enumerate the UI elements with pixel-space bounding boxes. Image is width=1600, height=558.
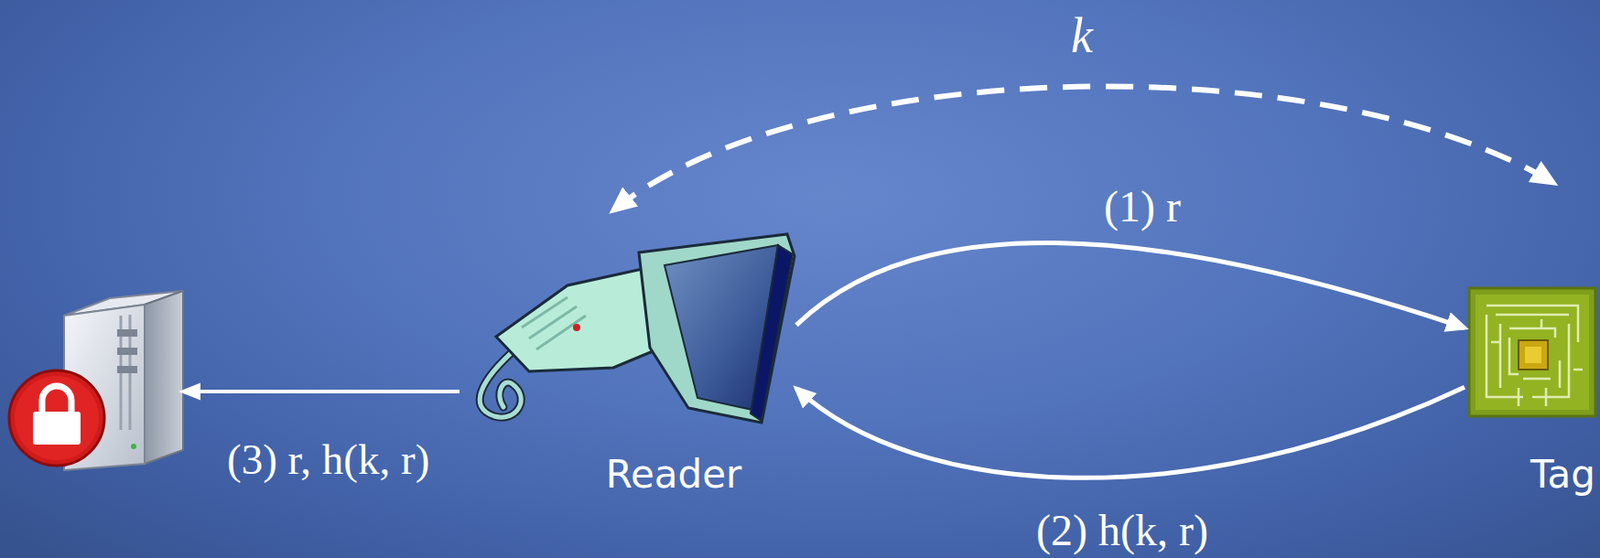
reader-illustration <box>430 210 797 440</box>
rfid-tag: Tag <box>1464 183 1598 513</box>
response-arrow <box>796 387 1465 478</box>
node-label: Tag <box>1530 454 1596 497</box>
lock-icon <box>9 370 105 466</box>
shared-key-link <box>613 86 1554 211</box>
node-label: Reader <box>605 454 743 497</box>
tag-chip-illustration <box>1468 287 1597 418</box>
edge-label: (1) r <box>1103 183 1181 232</box>
reader-device: Reader <box>430 210 797 513</box>
challenge-arrow <box>796 242 1465 328</box>
edge-label: (2) h(k, r) <box>1036 507 1209 556</box>
arrow-to-server <box>183 389 460 394</box>
server-message-label: (3) r, h(k, r) <box>227 436 430 485</box>
edge-label: k <box>1070 9 1093 64</box>
